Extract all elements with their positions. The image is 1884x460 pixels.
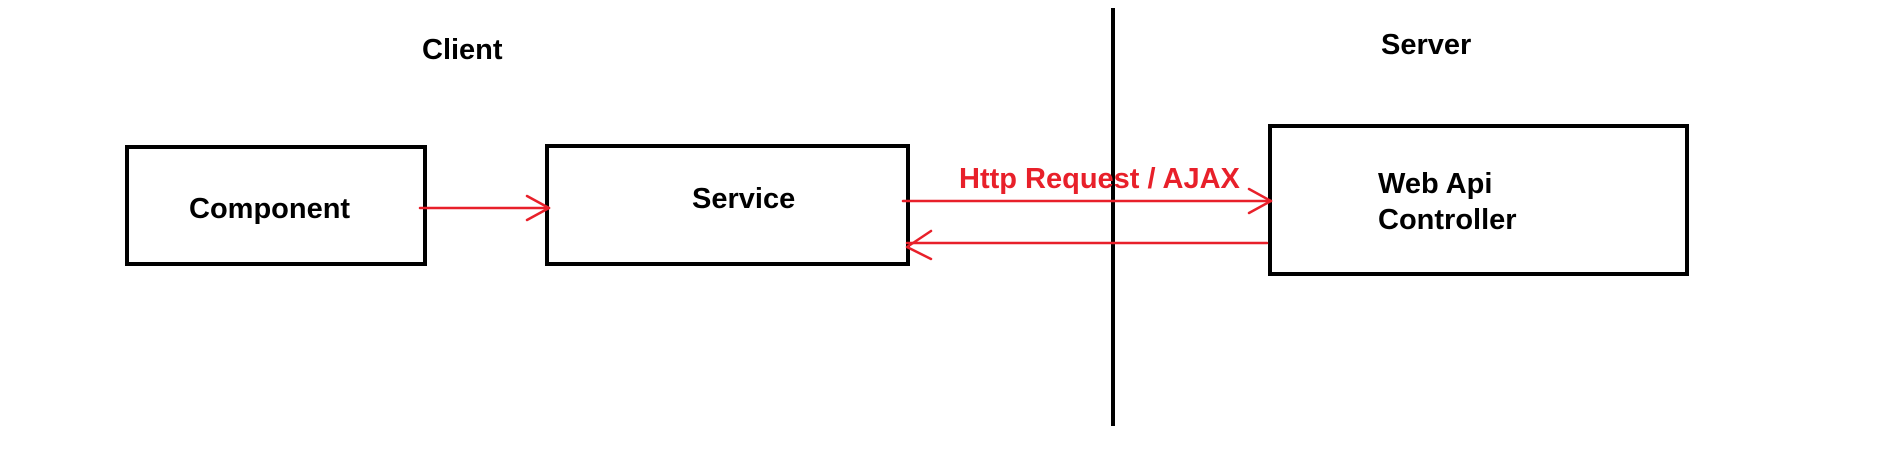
component-label: Component (189, 193, 351, 225)
service-box (545, 144, 910, 266)
http-request-ajax-label: Http Request / AJAX (959, 163, 1240, 195)
web-api-controller-label-line-2: Controller (1378, 204, 1517, 237)
web-api-controller-box (1268, 124, 1689, 276)
server-section-label: Server (1381, 29, 1472, 61)
client-section-label: Client (422, 34, 503, 66)
web-api-controller-label-line-1: Web Api (1378, 168, 1493, 200)
client-server-divider (1111, 8, 1115, 426)
response-arrowhead (905, 229, 933, 261)
service-label: Service (692, 183, 796, 215)
component-box (125, 145, 427, 266)
web-api-controller-label: Web Api Controller (1378, 166, 1517, 239)
